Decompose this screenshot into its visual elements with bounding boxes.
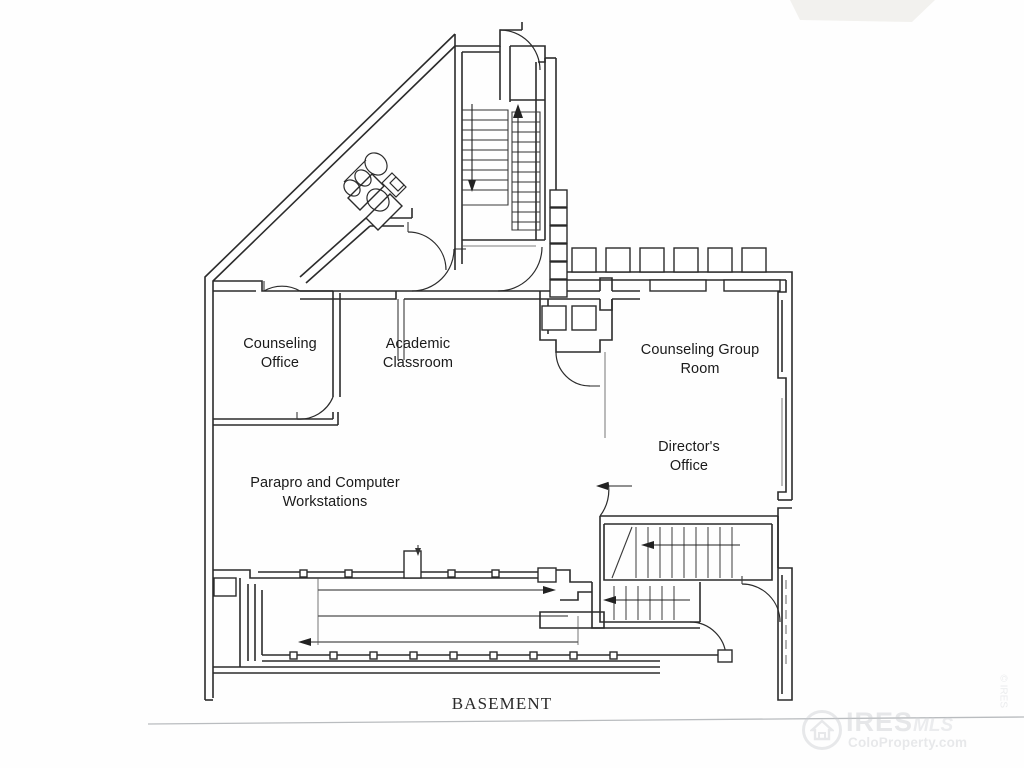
page-edge-line [147, 716, 1024, 725]
fixture-toilet-1 [366, 188, 390, 212]
locker [549, 189, 568, 208]
label-academic-classroom-line2: Classroom [383, 355, 453, 371]
label-parapro-line1: Parapro and Computer [250, 475, 400, 491]
rail-tick [491, 569, 500, 578]
bottom-fixture [717, 649, 733, 663]
lobby-doors [407, 222, 543, 292]
label-counseling-office-line1: Counseling [243, 336, 317, 352]
corridor-column [403, 550, 422, 579]
rail-post [537, 567, 557, 583]
corridor-flow-arrows [298, 578, 579, 646]
locker [639, 247, 665, 273]
locker [741, 247, 767, 273]
rail-tick [369, 651, 378, 660]
door-swing-lobby-right [497, 246, 543, 292]
label-academic-classroom-line1: Academic [386, 336, 450, 352]
rail-tick [289, 651, 298, 660]
door-swing-counseling-bottom [296, 396, 334, 420]
rail-tick [569, 651, 578, 660]
stair-flight-lower-lower [591, 582, 701, 629]
stair-flight-right-up [511, 104, 541, 231]
locker [673, 247, 699, 273]
locker [571, 247, 597, 273]
rail-tick [529, 651, 538, 660]
alcove-lower-left [539, 291, 613, 387]
floor-title: BASEMENT [452, 694, 552, 713]
room-labels: Counseling Office Academic Classroom Cou… [243, 336, 759, 510]
door-swing-stair-east [741, 583, 781, 623]
fixture-sink-3 [354, 169, 372, 187]
label-directors-office-line1: Director's [658, 439, 720, 455]
rail-tick [609, 651, 618, 660]
locker [605, 247, 631, 273]
door-swing-counseling-top [263, 285, 301, 292]
door-swing-lobby-mid [411, 248, 455, 292]
rail-tick [489, 651, 498, 660]
locker [549, 279, 568, 298]
rail-tick [344, 569, 353, 578]
locker-row-top [571, 247, 767, 273]
alcove-square [571, 305, 597, 331]
upper-horizontal-wall [213, 277, 640, 360]
door-swing-above-stair [599, 481, 610, 517]
label-counseling-office-line2: Office [261, 355, 299, 371]
scan-smudge [790, 0, 935, 22]
lower-corridor [213, 545, 733, 667]
label-counseling-group-room-line1: Counseling Group [641, 342, 759, 358]
locker [707, 247, 733, 273]
door-swing-lobby-left [407, 231, 447, 271]
fixture-sink-1 [364, 152, 388, 176]
upper-stairwell [454, 29, 546, 270]
stair-flight-lower-upper [611, 526, 740, 579]
rail-tick [299, 569, 308, 578]
locker [549, 207, 568, 226]
rail-tick [447, 569, 456, 578]
bathroom-fixtures [343, 152, 407, 231]
locker [549, 225, 568, 244]
fixture-sink-2 [343, 179, 361, 197]
rail-tick [449, 651, 458, 660]
locker [549, 261, 568, 280]
bench [723, 279, 781, 292]
locker [549, 243, 568, 262]
alcove-square [541, 305, 567, 331]
rail-tick [409, 651, 418, 660]
diagonal-partition [299, 208, 413, 284]
locker-column-left [549, 189, 568, 298]
door-swing-alcove [555, 351, 591, 387]
bench [649, 279, 707, 292]
label-directors-office-line2: Office [670, 458, 708, 474]
wall-benches [649, 279, 781, 292]
label-parapro-line2: Workstations [283, 494, 368, 510]
corridor-post [213, 577, 237, 597]
stair-flight-left-down [461, 104, 509, 206]
counseling-office-walls [213, 281, 341, 426]
rail-tick [329, 651, 338, 660]
door-swing-stair-top [499, 29, 541, 71]
lower-stairwell [539, 481, 781, 629]
label-counseling-group-room-line2: Room [680, 361, 719, 377]
